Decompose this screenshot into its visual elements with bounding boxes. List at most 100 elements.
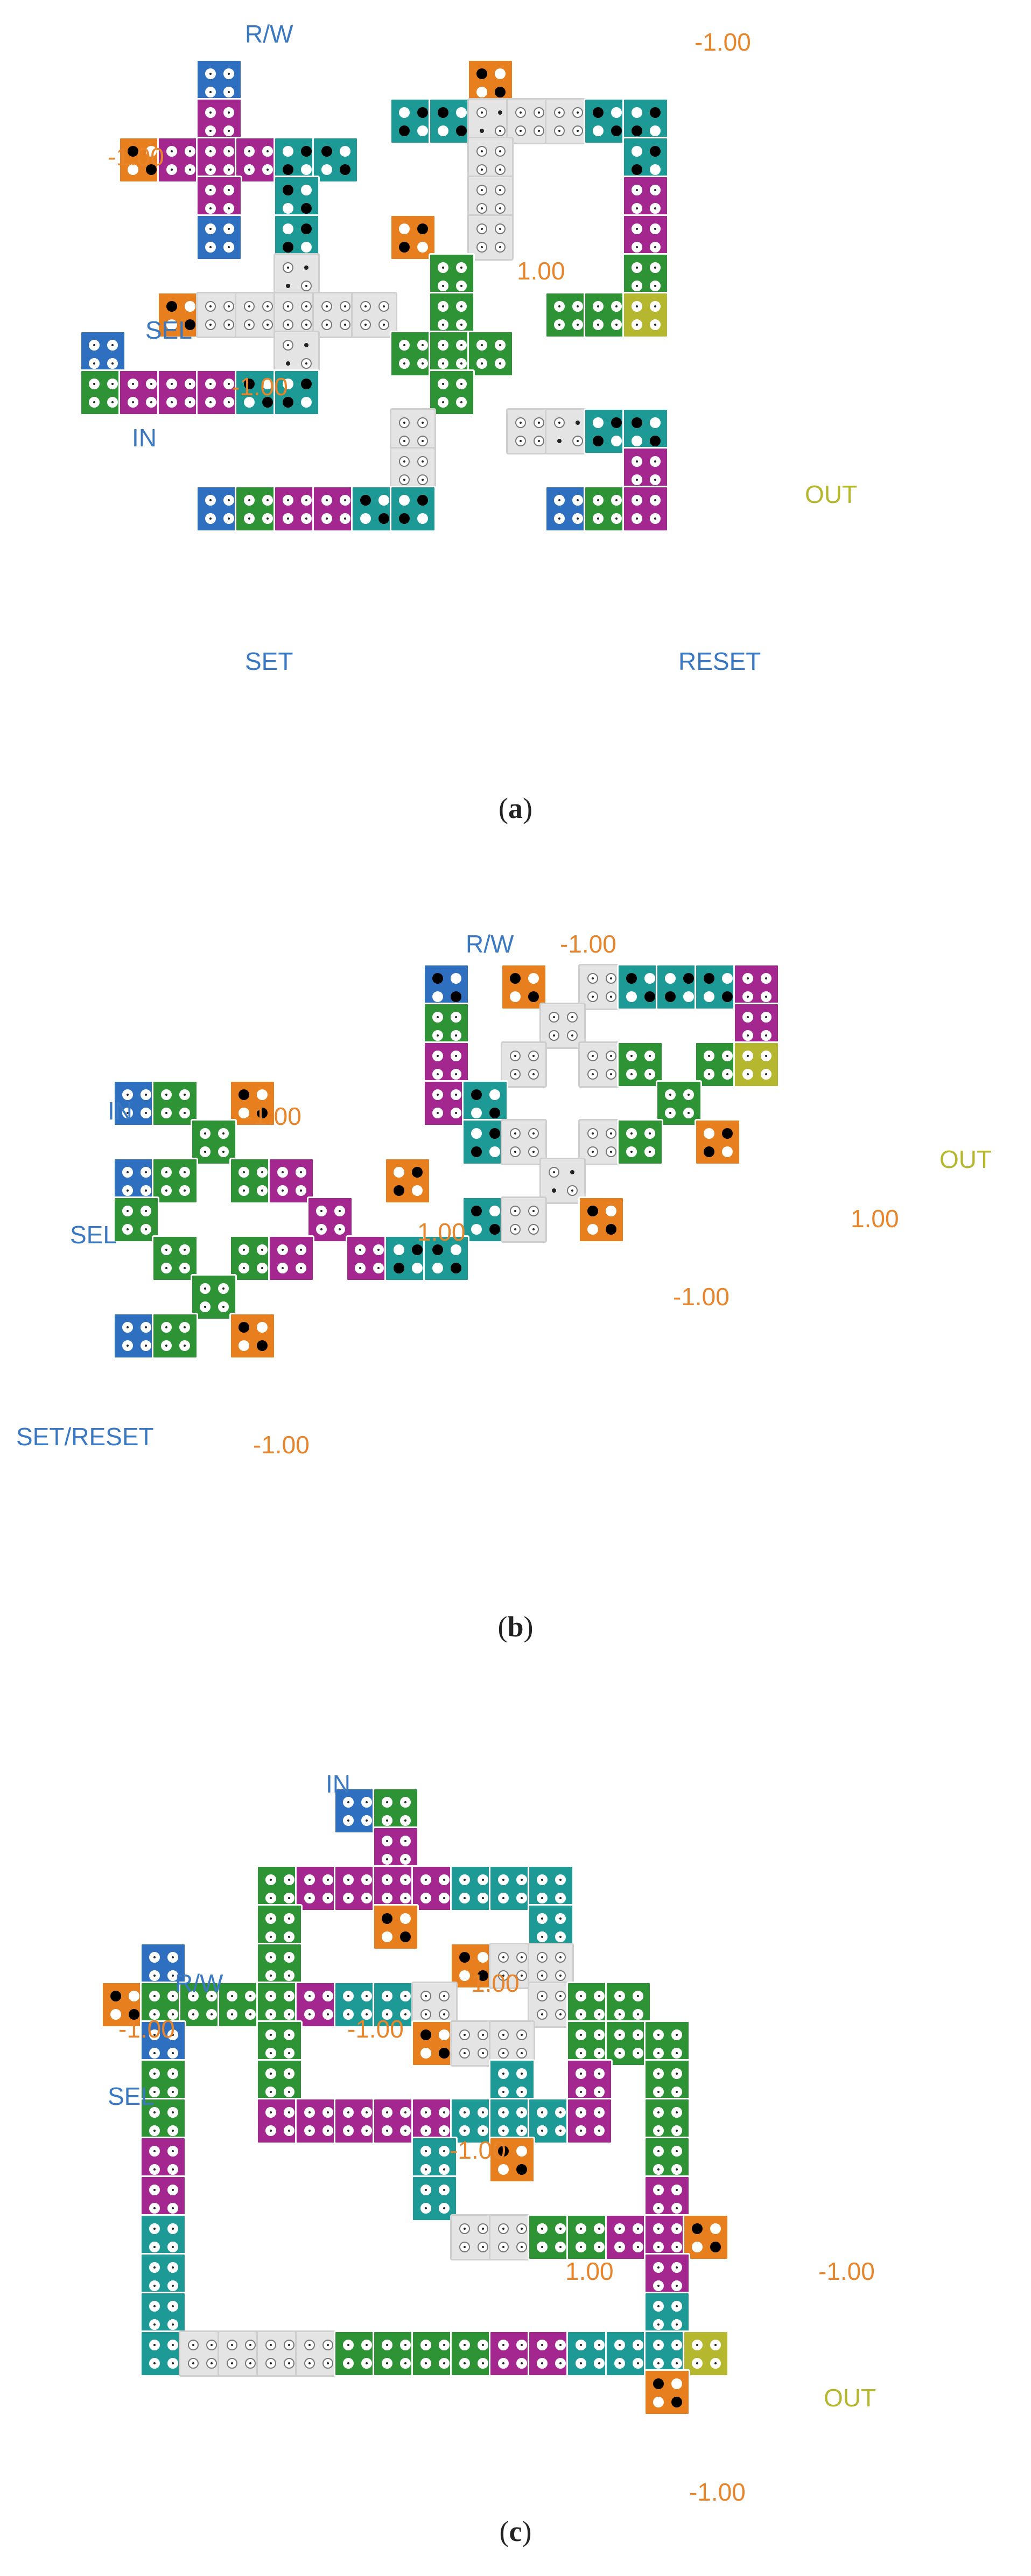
cell-dot	[200, 1146, 211, 1157]
cell-dot	[141, 1322, 151, 1333]
cell-dot	[284, 2048, 294, 2059]
cell-dot	[555, 2358, 566, 2369]
cell-dot	[495, 340, 506, 351]
cell-dot	[510, 1051, 521, 1061]
cell-dot	[692, 2242, 703, 2252]
cell-dot	[495, 125, 506, 136]
cell-dot	[438, 397, 448, 408]
cell-dot	[671, 2301, 682, 2312]
cell-dot	[167, 2340, 178, 2350]
cell-dot	[671, 2185, 682, 2195]
cell-dot	[722, 1128, 733, 1139]
cell-dot	[671, 2029, 682, 2040]
cell-dot	[632, 495, 642, 506]
cell-dot	[432, 1030, 443, 1041]
cell-dot	[122, 1185, 133, 1196]
label-weight-mid: 1.00	[417, 1218, 466, 1246]
grid-cell-green	[429, 292, 475, 338]
cell-dot	[476, 203, 487, 214]
cell-dot	[671, 2280, 682, 2291]
cell-dot	[322, 1991, 333, 2001]
cell-dot	[478, 2242, 488, 2252]
cell-dot	[420, 2203, 431, 2214]
cell-dot	[301, 242, 312, 253]
grid-cell-teal	[411, 2175, 458, 2222]
cell-dot	[549, 1185, 559, 1196]
cell-dot	[400, 1797, 411, 1808]
grid-cell-teal	[312, 137, 359, 183]
cell-dot	[710, 2340, 721, 2350]
cell-dot	[149, 2087, 160, 2097]
cell-dot	[606, 1146, 616, 1157]
cell-dot	[555, 1931, 566, 1942]
cell-dot	[515, 107, 526, 118]
label-set-reset: SET/RESET	[16, 1423, 154, 1451]
cell-dot	[185, 164, 195, 175]
cell-dot	[632, 262, 642, 273]
cell-dot	[653, 2203, 664, 2214]
cell-dot	[632, 319, 642, 330]
cell-dot	[304, 2009, 315, 2020]
cell-dot	[283, 223, 293, 234]
grid-cell-blue	[196, 59, 242, 106]
cell-dot	[301, 379, 312, 389]
grid-cell-purple	[733, 964, 780, 1010]
cell-dot	[227, 2340, 237, 2350]
cell-dot	[439, 2107, 450, 2118]
grid-cell-purple	[196, 176, 242, 222]
cell-dot	[495, 203, 506, 214]
cell-dot	[633, 2009, 643, 2020]
cell-dot	[644, 1069, 655, 1080]
cell-dot	[594, 1991, 605, 2001]
cell-dot	[167, 1991, 178, 2001]
grid-cell-purple	[411, 1865, 458, 1912]
cell-dot	[528, 1206, 539, 1216]
cell-dot	[167, 2262, 178, 2273]
cell-dot	[439, 1991, 450, 2001]
cell-dot	[515, 417, 526, 428]
cell-dot	[149, 2185, 160, 2195]
cell-dot	[742, 973, 753, 984]
cell-dot	[149, 1991, 160, 2001]
cell-dot	[227, 1991, 237, 2001]
cell-dot	[478, 1874, 488, 1885]
cell-dot	[593, 125, 604, 136]
cell-dot	[650, 417, 661, 428]
cell-dot	[417, 107, 428, 118]
cell-dot	[537, 1893, 548, 1903]
cell-dot	[451, 1108, 461, 1118]
cell-dot	[587, 1069, 598, 1080]
cell-dot	[471, 1206, 482, 1216]
cell-dot	[218, 1301, 229, 1312]
cell-dot	[650, 125, 661, 136]
cell-dot	[742, 991, 753, 1002]
label-in: IN	[132, 424, 157, 452]
cell-dot	[245, 2340, 256, 2350]
cell-dot	[572, 301, 583, 312]
cell-dot	[650, 262, 661, 273]
cell-dot	[107, 358, 118, 369]
cell-dot	[394, 1263, 404, 1273]
cell-dot	[223, 513, 234, 524]
cell-dot	[223, 185, 234, 195]
cell-dot	[245, 2009, 256, 2020]
cell-dot	[478, 1893, 488, 1903]
label-weight-e: 1.00	[565, 2257, 614, 2285]
cell-dot	[495, 107, 506, 118]
cell-dot	[167, 2185, 178, 2195]
cell-dot	[593, 319, 604, 330]
cell-dot	[456, 397, 467, 408]
grid-cell-gray	[312, 292, 359, 338]
grid-cell-green	[644, 2020, 690, 2067]
cell-dot	[223, 223, 234, 234]
cell-dot	[671, 2087, 682, 2097]
cell-dot	[185, 319, 195, 330]
cell-dot	[653, 2029, 664, 2040]
grid-cell-gray	[390, 408, 436, 454]
cell-dot	[399, 340, 410, 351]
cell-dot	[478, 2107, 488, 2118]
cell-dot	[265, 2068, 276, 2079]
cell-dot	[587, 1051, 598, 1061]
cell-dot	[340, 495, 350, 506]
cell-dot	[471, 1108, 482, 1118]
